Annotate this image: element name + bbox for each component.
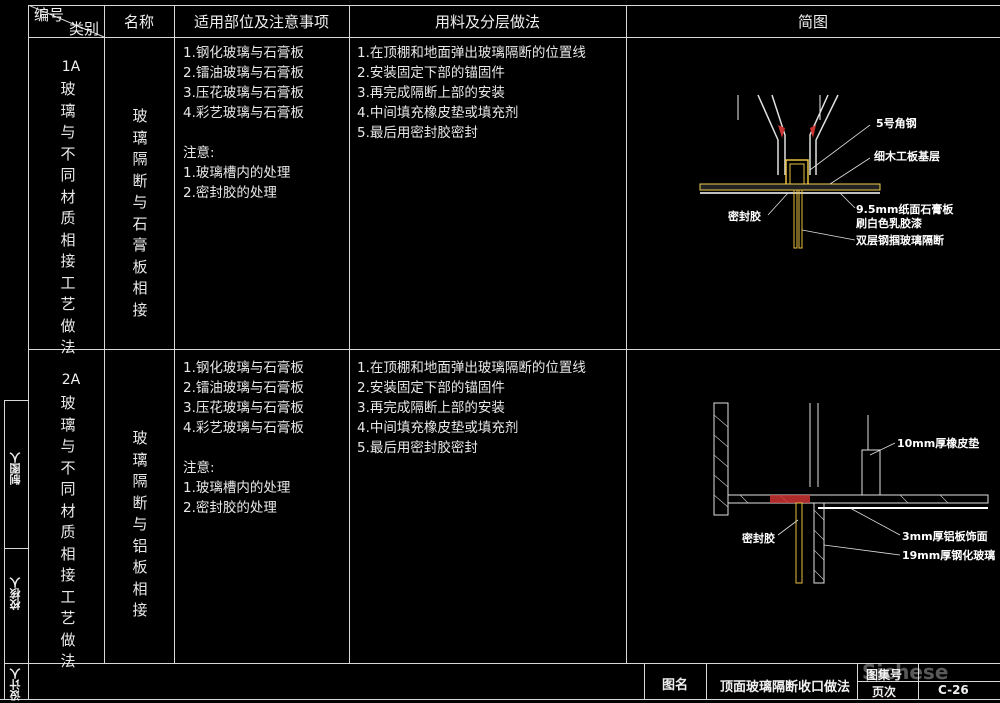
row1-label-sealant: 密封胶 — [728, 209, 761, 223]
row1-code: 1A — [61, 59, 81, 75]
row1-label-glass: 双层钢掴玻璃隔断 — [856, 233, 944, 247]
row1-label-gypsum: 9.5mm纸面石膏板 — [856, 202, 954, 216]
header-scope: 适用部位及注意事项 — [193, 13, 329, 31]
frame-left — [28, 5, 29, 700]
header-bottom-line — [28, 37, 1000, 38]
header-name: 名称 — [123, 13, 154, 31]
side-strip-div2 — [4, 663, 28, 664]
row2-code: 2A — [61, 372, 81, 388]
col-line-2 — [174, 5, 175, 663]
table-bottom-line — [28, 663, 1000, 664]
row2-method: 1.在顶棚和地面弹出玻璃隔断的位置线 2.安装固定下部的锚固件 3.再完成隔断上… — [357, 360, 586, 456]
row2-label-glass: 19mm厚钢化玻璃 — [902, 548, 995, 562]
footer-atlas-label: 图集号 — [866, 668, 903, 682]
header-method: 用料及分层做法 — [434, 13, 540, 31]
row2-diagram: 10mm厚橡皮垫 密封胶 3mm厚铝板饰面 19mm厚钢化玻璃 — [713, 402, 995, 584]
row2-scope: 1.钢化玻璃与石膏板 2.镭油玻璃与石膏板 3.压花玻璃与石膏板 4.彩艺玻璃与… — [183, 360, 304, 516]
footer-title-label: 图名 — [662, 678, 689, 693]
row-divider — [28, 349, 1000, 350]
header-diagonal — [28, 5, 105, 38]
col-line-1 — [104, 5, 105, 663]
row2-label-sealant: 密封胶 — [742, 531, 775, 545]
row1-category: 玻璃与不同材质相接工艺做法 — [60, 80, 76, 356]
row1-scope: 1.钢化玻璃与石膏板 2.镭油玻璃与石膏板 3.压花玻璃与石膏板 4.彩艺玻璃与… — [183, 45, 304, 201]
footer-page-value: C-26 — [938, 683, 969, 697]
side-strip-div1 — [4, 548, 28, 549]
footer-page-label: 页次 — [872, 685, 897, 699]
footer-watermark: Sichese — [862, 660, 949, 684]
col-line-4 — [626, 5, 627, 663]
frame-top — [28, 5, 1000, 6]
footer-div-2 — [706, 663, 707, 700]
row1-name: 玻璃隔断与石膏板相接 — [132, 107, 148, 319]
row2-name: 玻璃隔断与铝板相接 — [132, 429, 148, 619]
row1-label-paint: 刷白色乳胶漆 — [856, 216, 922, 230]
header-code: 编号 — [34, 6, 65, 24]
footer-div-1 — [644, 663, 645, 700]
side-drawn: 制图人 — [9, 452, 22, 485]
side-strip-top — [4, 400, 28, 401]
row2-label-rubber: 10mm厚橡皮垫 — [897, 436, 979, 450]
footer-mid-line — [857, 681, 1000, 682]
col-line-3 — [349, 5, 350, 663]
header-category: 类别 — [68, 20, 99, 38]
row2-label-aluminum: 3mm厚铝板饰面 — [902, 529, 988, 543]
side-strip-left — [4, 400, 5, 700]
footer-title-value: 顶面玻璃隔断收口做法 — [720, 680, 851, 695]
row1-label-angle-steel: 5号角钢 — [876, 116, 917, 130]
row2-category: 玻璃与不同材质相接工艺做法 — [60, 394, 76, 670]
row1-label-wood-base: 细木工板基层 — [874, 149, 940, 163]
side-checked: 校核人 — [9, 577, 22, 610]
header-diagram: 简图 — [797, 13, 828, 31]
side-designed: 设计人 — [9, 668, 22, 701]
row1-method: 1.在顶棚和地面弹出玻璃隔断的位置线 2.安装固定下部的锚固件 3.再完成隔断上… — [357, 45, 586, 141]
row1-diagram: 5号角钢 细木工板基层 密封胶 9.5mm纸面石膏板 刷白色乳胶漆 双层钢掴玻璃… — [699, 94, 954, 249]
frame-bottom — [0, 699, 1000, 700]
